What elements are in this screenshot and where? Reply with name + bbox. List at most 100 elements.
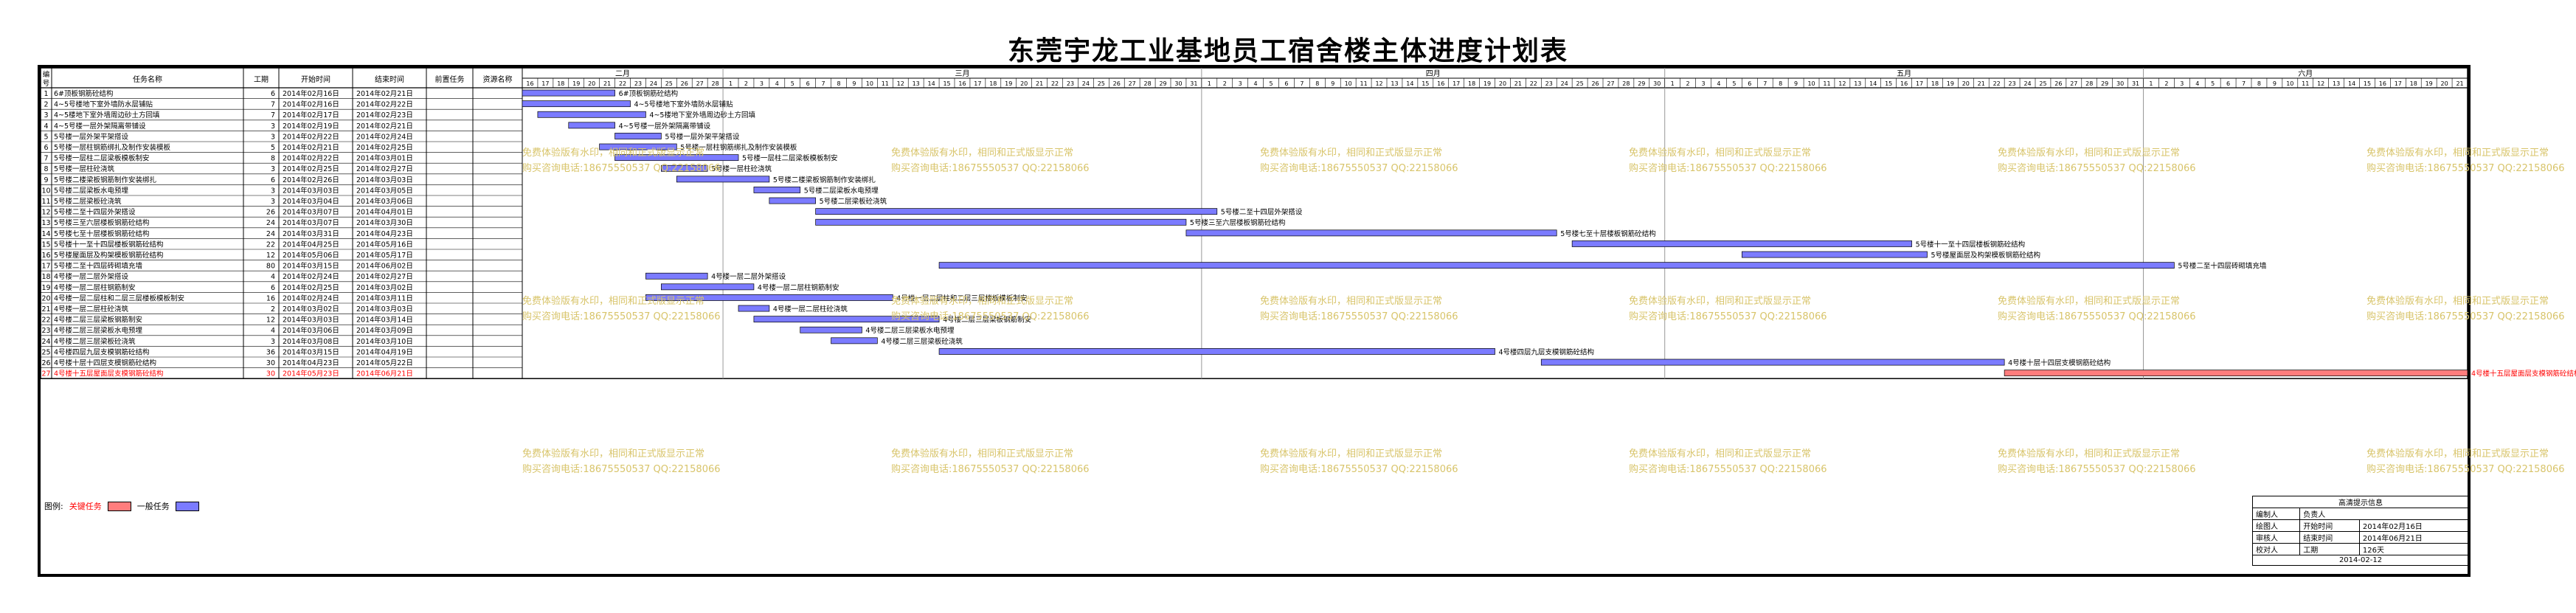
day-label: 7 [1763,80,1767,87]
day-label: 1 [729,80,733,87]
task-end: 2014年03月30日 [356,218,413,227]
gantt-bar-label: 4号楼二层三层梁板砼浇筑 [881,337,963,346]
day-label: 15 [1885,80,1892,87]
task-name: 4号楼一层二层外架搭设 [54,272,129,281]
day-label: 19 [2426,80,2433,87]
task-end: 2014年06月21日 [356,370,413,378]
day-label: 5 [1269,80,1273,87]
day-label: 30 [1174,80,1182,87]
day-label: 13 [1854,80,1861,87]
day-label: 6 [1284,80,1288,87]
gantt-bar-label: 5号楼二层梁板砼浇筑 [820,197,887,206]
gantt-bar-label: 4号楼十五层屋面层支模钢筋砼结构 [2471,370,2576,378]
task-name: 4号楼一层二层柱砼浇筑 [54,305,129,314]
task-end: 2014年03月01日 [356,154,413,163]
gantt-bar [645,294,893,301]
day-label: 25 [665,80,673,87]
task-id: 19 [41,284,50,292]
day-label: 3 [1701,80,1705,87]
gantt-bar [738,305,770,312]
day-label: 13 [1391,80,1398,87]
day-label: 31 [1190,80,1197,87]
task-name: 5号楼二层梁板水电预埋 [54,186,129,195]
month-label: 四月 [1426,69,1441,78]
day-label: 6 [1748,80,1751,87]
task-id: 14 [41,230,50,238]
task-name: 5号楼二至十四层外架搭设 [54,208,136,217]
day-label: 14 [1406,80,1413,87]
day-label: 12 [2317,80,2324,87]
task-duration: 6 [271,90,275,98]
task-start: 2014年02月21日 [283,143,339,152]
day-label: 21 [2456,80,2463,87]
task-name: 4~5号楼地下室外墙防水层铺贴 [54,100,153,109]
day-label: 10 [2286,80,2293,87]
gantt-bar [522,100,631,108]
day-label: 29 [1638,80,1645,87]
task-end: 2014年03月14日 [356,316,413,325]
info-cell: 2014年02月16日 [2358,519,2470,532]
day-label: 10 [1807,80,1815,87]
task-end: 2014年04月01日 [356,208,413,217]
gantt-bar [831,337,878,344]
task-name: 5号楼二层梁板砼浇筑 [54,197,122,206]
day-label: 17 [1453,80,1460,87]
task-id: 1 [44,90,48,98]
task-duration: 8 [271,155,275,163]
day-label: 2 [744,80,748,87]
task-start: 2014年04月23日 [283,359,339,367]
task-end: 2014年03月03日 [356,305,413,314]
day-label: 13 [2333,80,2340,87]
day-label: 20 [588,80,595,87]
day-label: 22 [1993,80,2001,87]
task-start: 2014年02月22日 [283,154,339,163]
day-label: 22 [1051,80,1059,87]
task-duration: 3 [271,133,275,141]
gantt-bar [815,218,1187,226]
gantt-bar [938,262,2175,269]
info-cell: 126天 [2358,543,2470,555]
day-label: 25 [1098,80,1105,87]
day-label: 9 [852,80,856,87]
task-id: 17 [41,263,50,271]
gantt-bar [938,348,1495,355]
day-label: 14 [928,80,935,87]
task-end: 2014年03月10日 [356,337,413,346]
day-label: 17 [974,80,981,87]
gantt-bar-label: 5号楼二至十四层外架搭设 [1221,208,1303,217]
task-id: 27 [41,370,50,378]
day-label: 18 [1468,80,1475,87]
day-label: 8 [1315,80,1319,87]
info-cell: 开始时间 [2299,519,2360,532]
gantt-bar [676,176,770,183]
day-label: 15 [1422,80,1429,87]
day-label: 2 [1223,80,1227,87]
task-start: 2014年03月08日 [283,337,339,346]
task-id: 12 [41,209,50,217]
task-name: 4号楼二层三层梁板水电预埋 [54,326,143,335]
task-duration: 24 [266,230,275,238]
day-label: 22 [1530,80,1537,87]
task-duration: 36 [266,348,275,356]
day-label: 16 [1437,80,1444,87]
day-label: 26 [1113,80,1121,87]
gantt-bar [537,111,646,118]
day-label: 11 [1823,80,1830,87]
task-name: 4号楼一层二层柱和二层三层楼板模板制安 [54,294,184,302]
gantt-bar [1742,251,1928,258]
day-label: 4 [2195,80,2199,87]
gantt-bar-label: 4号楼十层十四层支模钢筋砼结构 [2008,359,2111,367]
task-start: 2014年05月06日 [283,251,339,260]
legend: 图例: 关键任务 一般任务 [44,500,199,512]
day-label: 12 [897,80,904,87]
task-start: 2014年03月03日 [283,316,339,325]
day-label: 28 [2085,80,2093,87]
day-label: 16 [2379,80,2386,87]
gantt-bar [1540,359,2005,366]
table-header: 工期 [254,75,269,84]
day-label: 27 [1607,80,1614,87]
info-cell: 2014年06月21日 [2358,531,2470,544]
task-name: 5号楼一层柱钢筋绑扎及制作安装模板 [54,143,171,152]
gantt-bar [753,187,801,193]
task-id: 11 [41,198,50,206]
